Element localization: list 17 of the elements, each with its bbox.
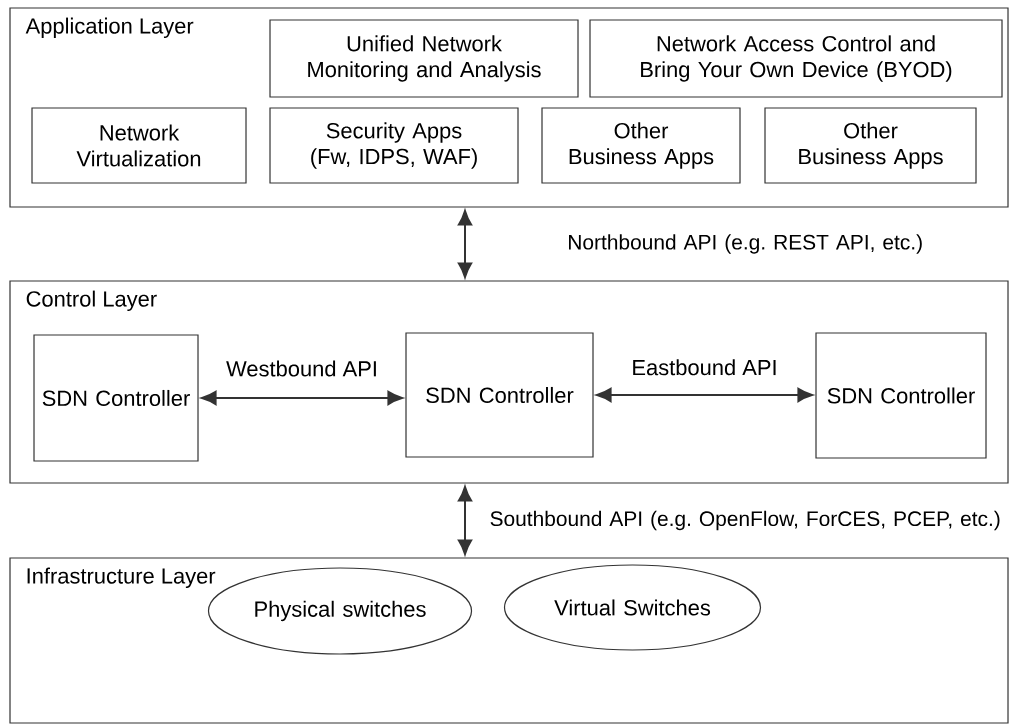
controller-box: SDN Controller [33, 334, 199, 462]
app-box: Other Business Apps [541, 107, 741, 184]
app-box: Security Apps (Fw, IDPS, WAF) [269, 107, 519, 184]
controller-box: SDN Controller [405, 332, 594, 458]
double-arrow [201, 390, 403, 406]
double-arrow [457, 210, 473, 278]
edge-label: Westbound API [226, 360, 376, 377]
app-box: Other Business Apps [764, 107, 977, 184]
edge-label: Eastbound API [633, 359, 776, 376]
double-arrow [596, 387, 813, 403]
edge-label: Southbound API (e.g. OpenFlow, ForCES, PCEP, etc.) [490, 510, 1000, 531]
app-box: Network Access Control and Bring Your Own Device (BYOD) [589, 19, 1003, 98]
app-box: Network Virtualization [31, 107, 247, 184]
controller-box: SDN Controller [815, 332, 987, 459]
edge-label: Northbound API (e.g. REST API, etc.) [569, 234, 922, 254]
double-arrow [457, 486, 473, 555]
app-box: Unified Network Monitoring and Analysis [269, 19, 579, 98]
